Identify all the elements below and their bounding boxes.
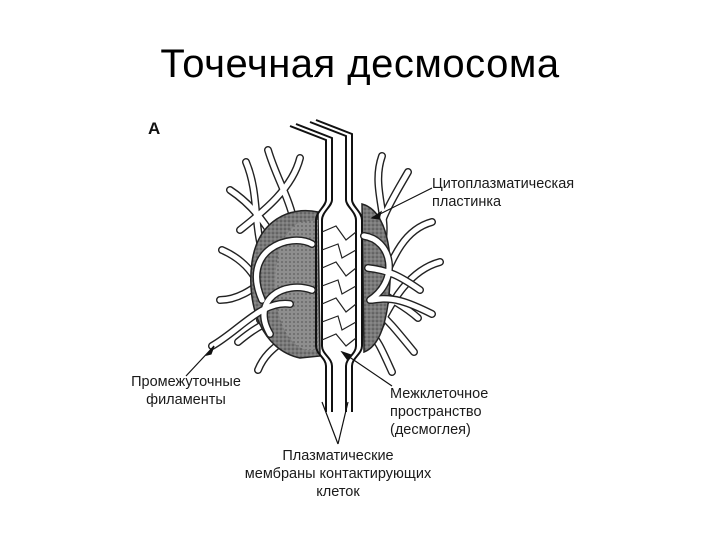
label-membrane-line3: клеток: [316, 484, 360, 500]
label-space-line3: (десмоглея): [390, 422, 471, 438]
label-space-line1: Межклеточное: [390, 386, 488, 402]
label-filaments-line2: филаменты: [146, 392, 226, 408]
label-plaque-line2: пластинка: [432, 194, 502, 210]
label-filaments-line1: Промежуточные: [131, 374, 241, 390]
panel-letter: A: [148, 119, 160, 138]
label-membrane-line1: Плазматические: [282, 448, 393, 464]
label-membrane-line2: мембраны контактирующих: [245, 466, 432, 482]
label-space-line2: пространство: [390, 404, 482, 420]
label-plaque-line1: Цитоплазматическая: [432, 176, 574, 192]
desmoglein-links: [322, 226, 356, 346]
